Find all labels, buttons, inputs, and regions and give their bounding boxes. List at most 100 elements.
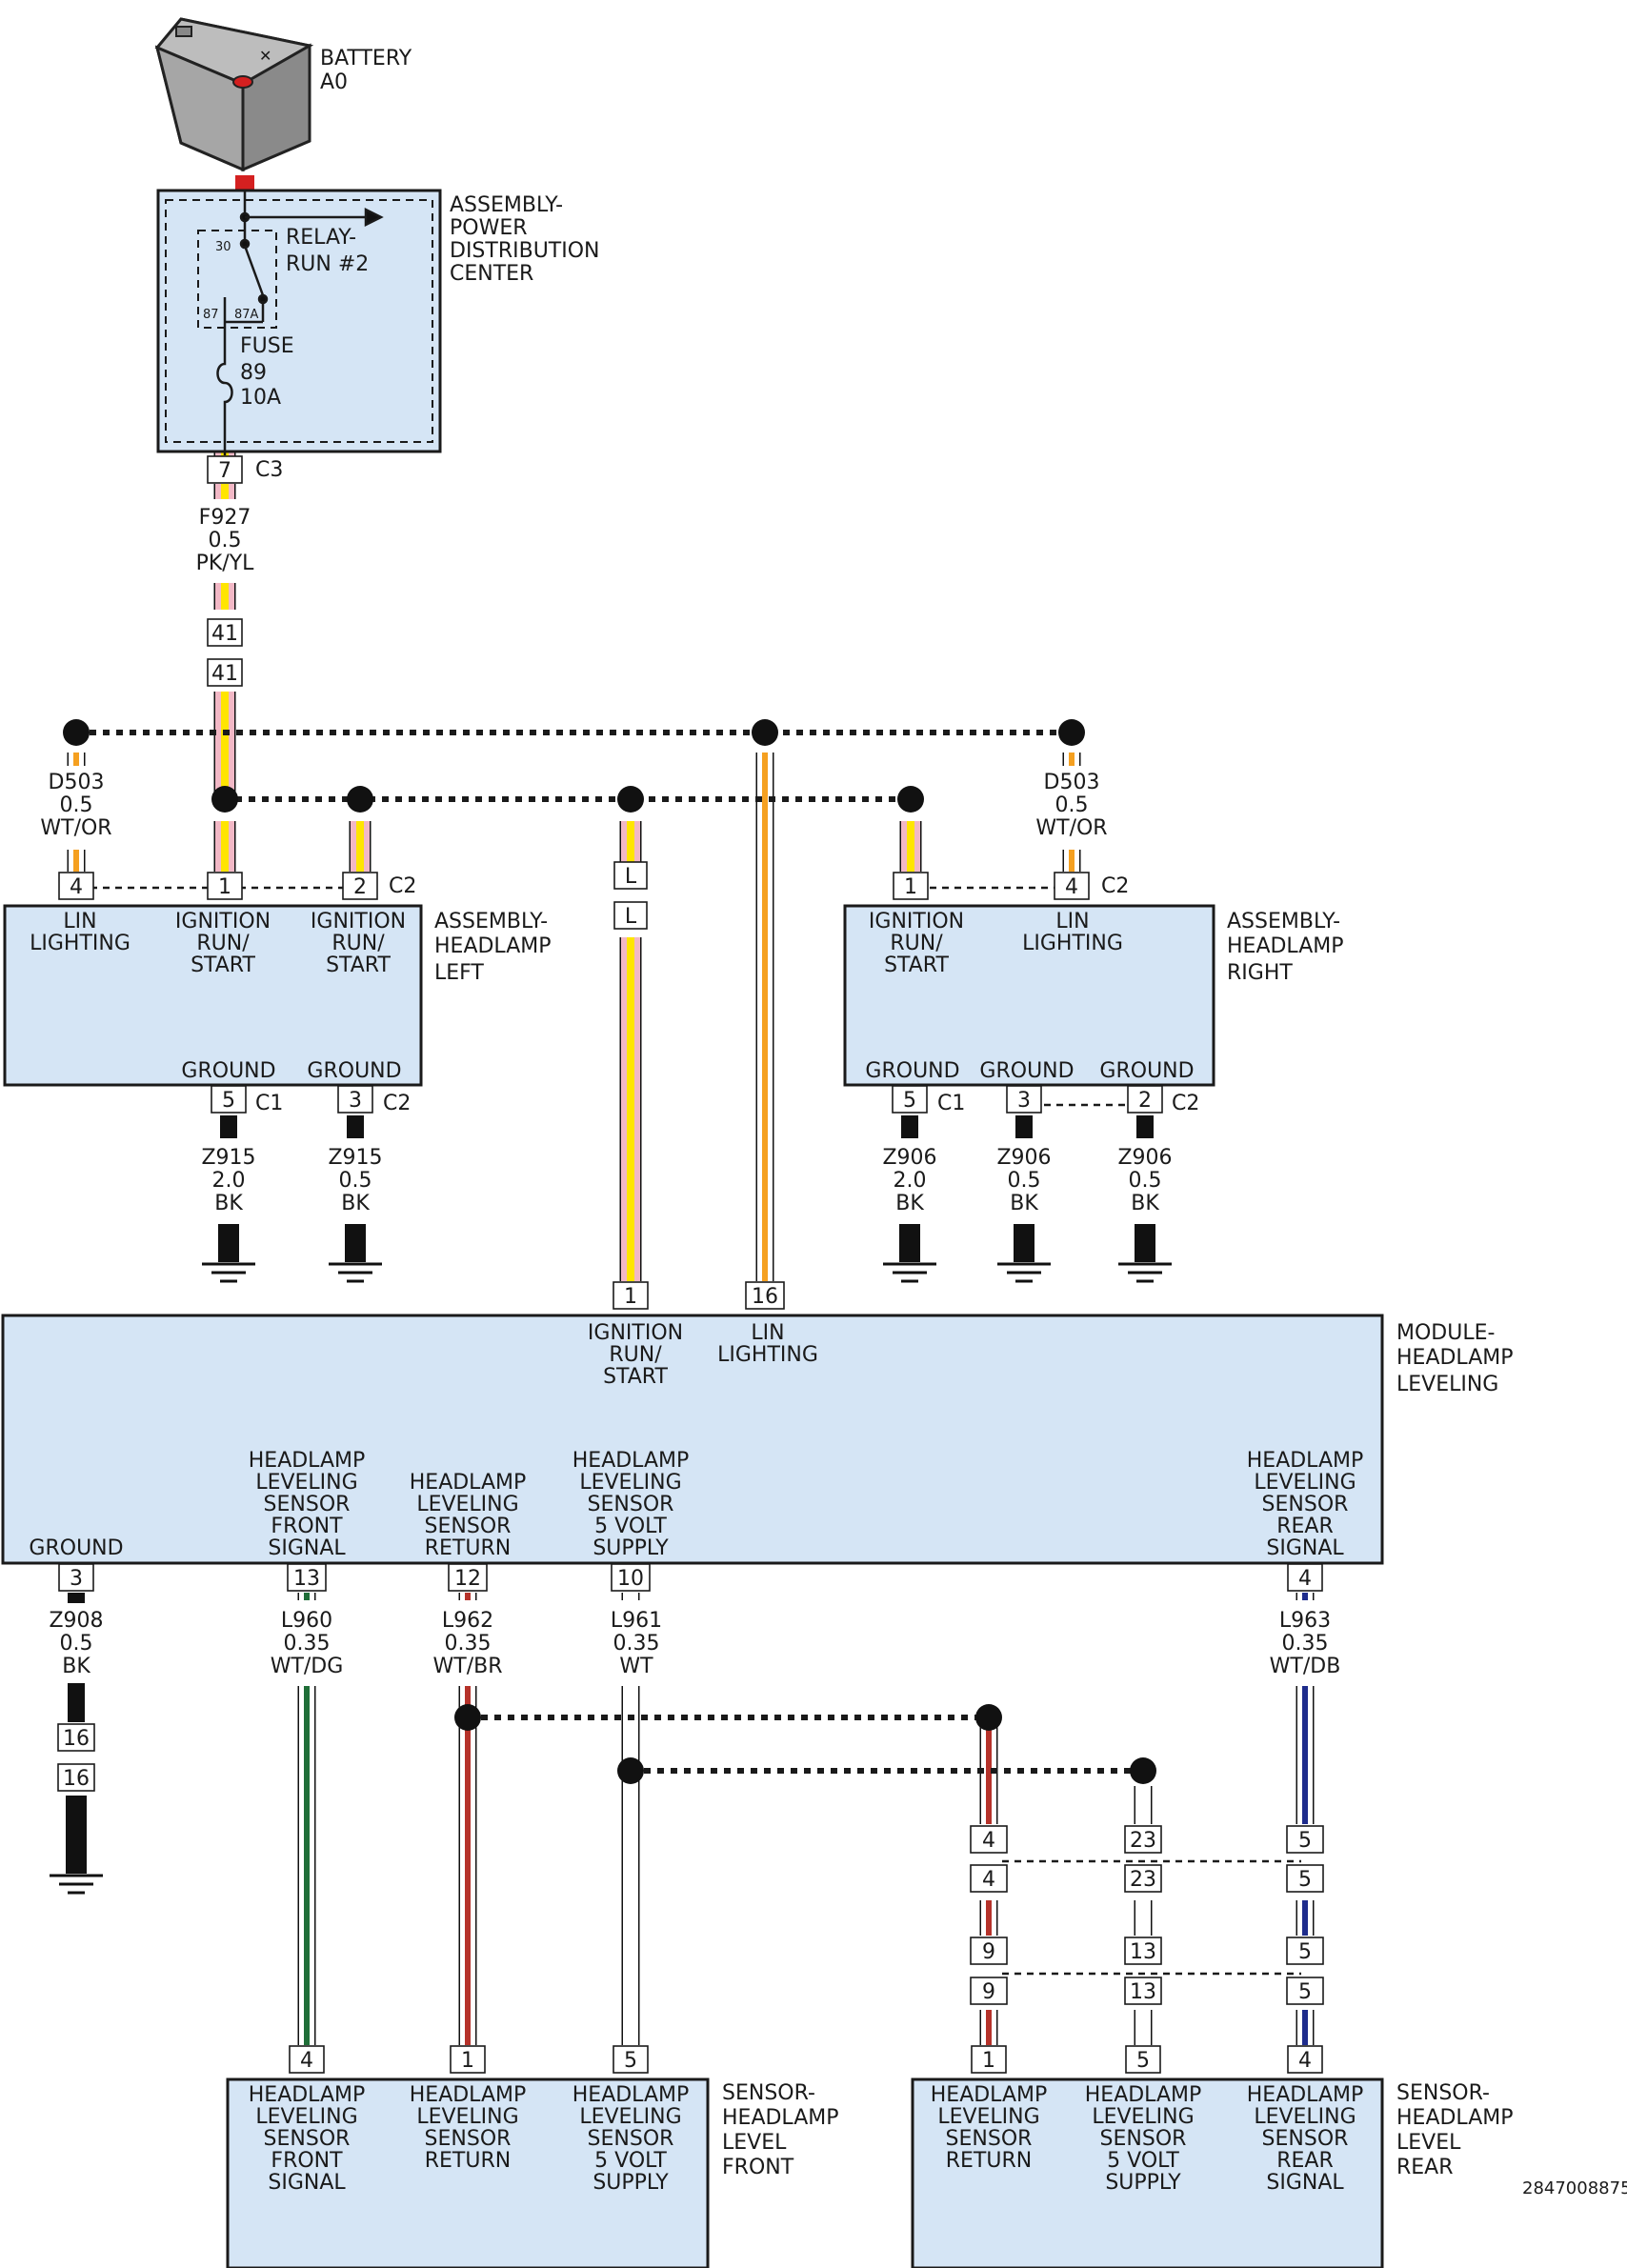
hl-left-ign2-2: RUN/ xyxy=(331,932,385,955)
battery-label: BATTERY xyxy=(320,47,412,70)
pdc-pin-7: 7 xyxy=(207,455,243,484)
hl-right-connector-c2b: C2 xyxy=(1172,1092,1199,1115)
sf-signal-5: SIGNAL xyxy=(268,2171,346,2195)
svg-text:3: 3 xyxy=(1017,1089,1031,1113)
hl-right-pin-2: 2 xyxy=(1127,1085,1163,1114)
inline-rear-row3-b: 13 xyxy=(1124,1937,1162,1965)
svg-text:4: 4 xyxy=(982,1868,995,1892)
sf-supply-3: SENSOR xyxy=(588,2127,674,2151)
z906-c-label-gauge: 0.5 xyxy=(1129,1169,1162,1193)
hl-left-connector-c2b: C2 xyxy=(383,1092,411,1115)
inline-rear-row2-a: 4 xyxy=(970,1864,1008,1893)
d503-left-label-circuit: D503 xyxy=(49,771,105,794)
svg-text:5: 5 xyxy=(1136,2049,1150,2073)
hl-right-connector-c2: C2 xyxy=(1101,874,1129,898)
z908-label-gauge: 0.5 xyxy=(60,1632,93,1656)
hl-right-pin-1: 1 xyxy=(893,872,929,900)
hl-left-ign1-1: IGNITION xyxy=(175,910,271,933)
ground-icon xyxy=(329,1224,382,1283)
module-lin-1: LIN xyxy=(751,1321,784,1345)
module-pin-1: 1 xyxy=(613,1281,649,1310)
hl-right-gnd3: GROUND xyxy=(1099,1059,1194,1083)
fuse-number: 89 xyxy=(240,361,267,385)
sr-supply-4: 5 VOLT xyxy=(1107,2149,1179,2173)
z915-b-label-circuit: Z915 xyxy=(328,1146,382,1170)
splice-node xyxy=(211,786,238,813)
sensor-rear-label-3: LEVEL xyxy=(1396,2131,1461,2155)
sr-return-3: SENSOR xyxy=(946,2127,1033,2151)
module-pin-4: 4 xyxy=(1287,1563,1323,1592)
f927-label-circuit: F927 xyxy=(199,506,251,530)
pdc-label-2: POWER xyxy=(450,216,528,240)
sensor-front-pin-1: 1 xyxy=(450,2045,486,2074)
d503-left-label-color: WT/OR xyxy=(40,816,111,840)
svg-text:L: L xyxy=(625,865,637,889)
splice-bus-lines xyxy=(76,730,1301,1976)
relay-switch-icon xyxy=(223,191,384,354)
grounds xyxy=(50,1224,1172,1895)
module-front-signal-3: SENSOR xyxy=(264,1493,351,1516)
hl-left-gnd1: GROUND xyxy=(181,1059,275,1083)
hl-left-pin-2: 2 xyxy=(342,872,378,900)
module-lin-2: LIGHTING xyxy=(717,1343,818,1367)
wires xyxy=(66,431,1315,2045)
z906-c-label-circuit: Z906 xyxy=(1117,1146,1172,1170)
svg-text:3: 3 xyxy=(349,1089,362,1113)
hl-right-lin-1: LIN xyxy=(1055,910,1089,933)
power-distribution-center-box xyxy=(156,189,442,453)
svg-text:5: 5 xyxy=(1298,1980,1312,2004)
splice-node xyxy=(897,786,924,813)
module-supply-1: HEADLAMP xyxy=(572,1449,690,1473)
svg-text:16: 16 xyxy=(63,1727,90,1751)
hl-right-gnd1: GROUND xyxy=(865,1059,959,1083)
inline-rear-row4-a: 9 xyxy=(970,1977,1008,2005)
module-label-3: LEVELING xyxy=(1396,1373,1498,1396)
svg-text:10: 10 xyxy=(617,1567,644,1591)
inline-rear-row2-c: 5 xyxy=(1286,1864,1324,1893)
sr-signal-2: LEVELING xyxy=(1254,2105,1356,2129)
sensor-front-label-1: SENSOR- xyxy=(722,2081,815,2105)
module-supply-4: 5 VOLT xyxy=(594,1515,667,1538)
ground-icon xyxy=(883,1224,936,1283)
f927-label-color: PK/YL xyxy=(196,552,255,575)
z906-c-label-color: BK xyxy=(1131,1192,1159,1215)
d503-right-label-circuit: D503 xyxy=(1044,771,1100,794)
module-supply-5: SUPPLY xyxy=(593,1536,669,1560)
relay-pin-30: 30 xyxy=(215,240,231,254)
svg-text:1: 1 xyxy=(624,1285,637,1309)
module-gnd: GROUND xyxy=(29,1536,123,1560)
svg-text:4: 4 xyxy=(1065,875,1078,899)
headlamp-right-box xyxy=(843,904,1215,1087)
sensor-front-label-3: LEVEL xyxy=(722,2131,787,2155)
headlamp-leveling-module-box xyxy=(1,1314,1384,1565)
sr-signal-1: HEADLAMP xyxy=(1247,2083,1364,2107)
hl-right-gnd2: GROUND xyxy=(979,1059,1074,1083)
svg-text:2: 2 xyxy=(1138,1089,1152,1113)
splice-nodes xyxy=(63,719,1156,1784)
hl-left-ign1-2: RUN/ xyxy=(196,932,250,955)
z908-label-color: BK xyxy=(62,1655,90,1678)
relay-label-1: RELAY- xyxy=(286,226,356,250)
inline-rear-row3-c: 5 xyxy=(1286,1937,1324,1965)
fuse-icon xyxy=(216,354,233,452)
svg-text:4: 4 xyxy=(1298,2049,1312,2073)
module-front-signal-5: SIGNAL xyxy=(268,1536,346,1560)
svg-text:1: 1 xyxy=(461,2049,474,2073)
svg-text:4: 4 xyxy=(982,1829,995,1853)
hl-left-ign2-1: IGNITION xyxy=(311,910,406,933)
sr-return-4: RETURN xyxy=(946,2149,1032,2173)
sf-return-4: RETURN xyxy=(425,2149,511,2173)
l961-label-gauge: 0.35 xyxy=(613,1632,660,1656)
hl-left-pin-5: 5 xyxy=(211,1085,247,1114)
svg-text:4: 4 xyxy=(1298,1567,1312,1591)
hl-right-ign-3: START xyxy=(884,953,949,977)
inline-rear-row1-b: 23 xyxy=(1124,1825,1162,1854)
svg-text:1: 1 xyxy=(904,875,917,899)
hl-right-pin-5: 5 xyxy=(892,1085,928,1114)
hl-right-pin-4: 4 xyxy=(1054,872,1090,900)
relay-label-2: RUN #2 xyxy=(286,252,369,276)
d503-right-label-gauge: 0.5 xyxy=(1055,793,1089,817)
relay-pin-87a: 87A xyxy=(234,308,259,322)
